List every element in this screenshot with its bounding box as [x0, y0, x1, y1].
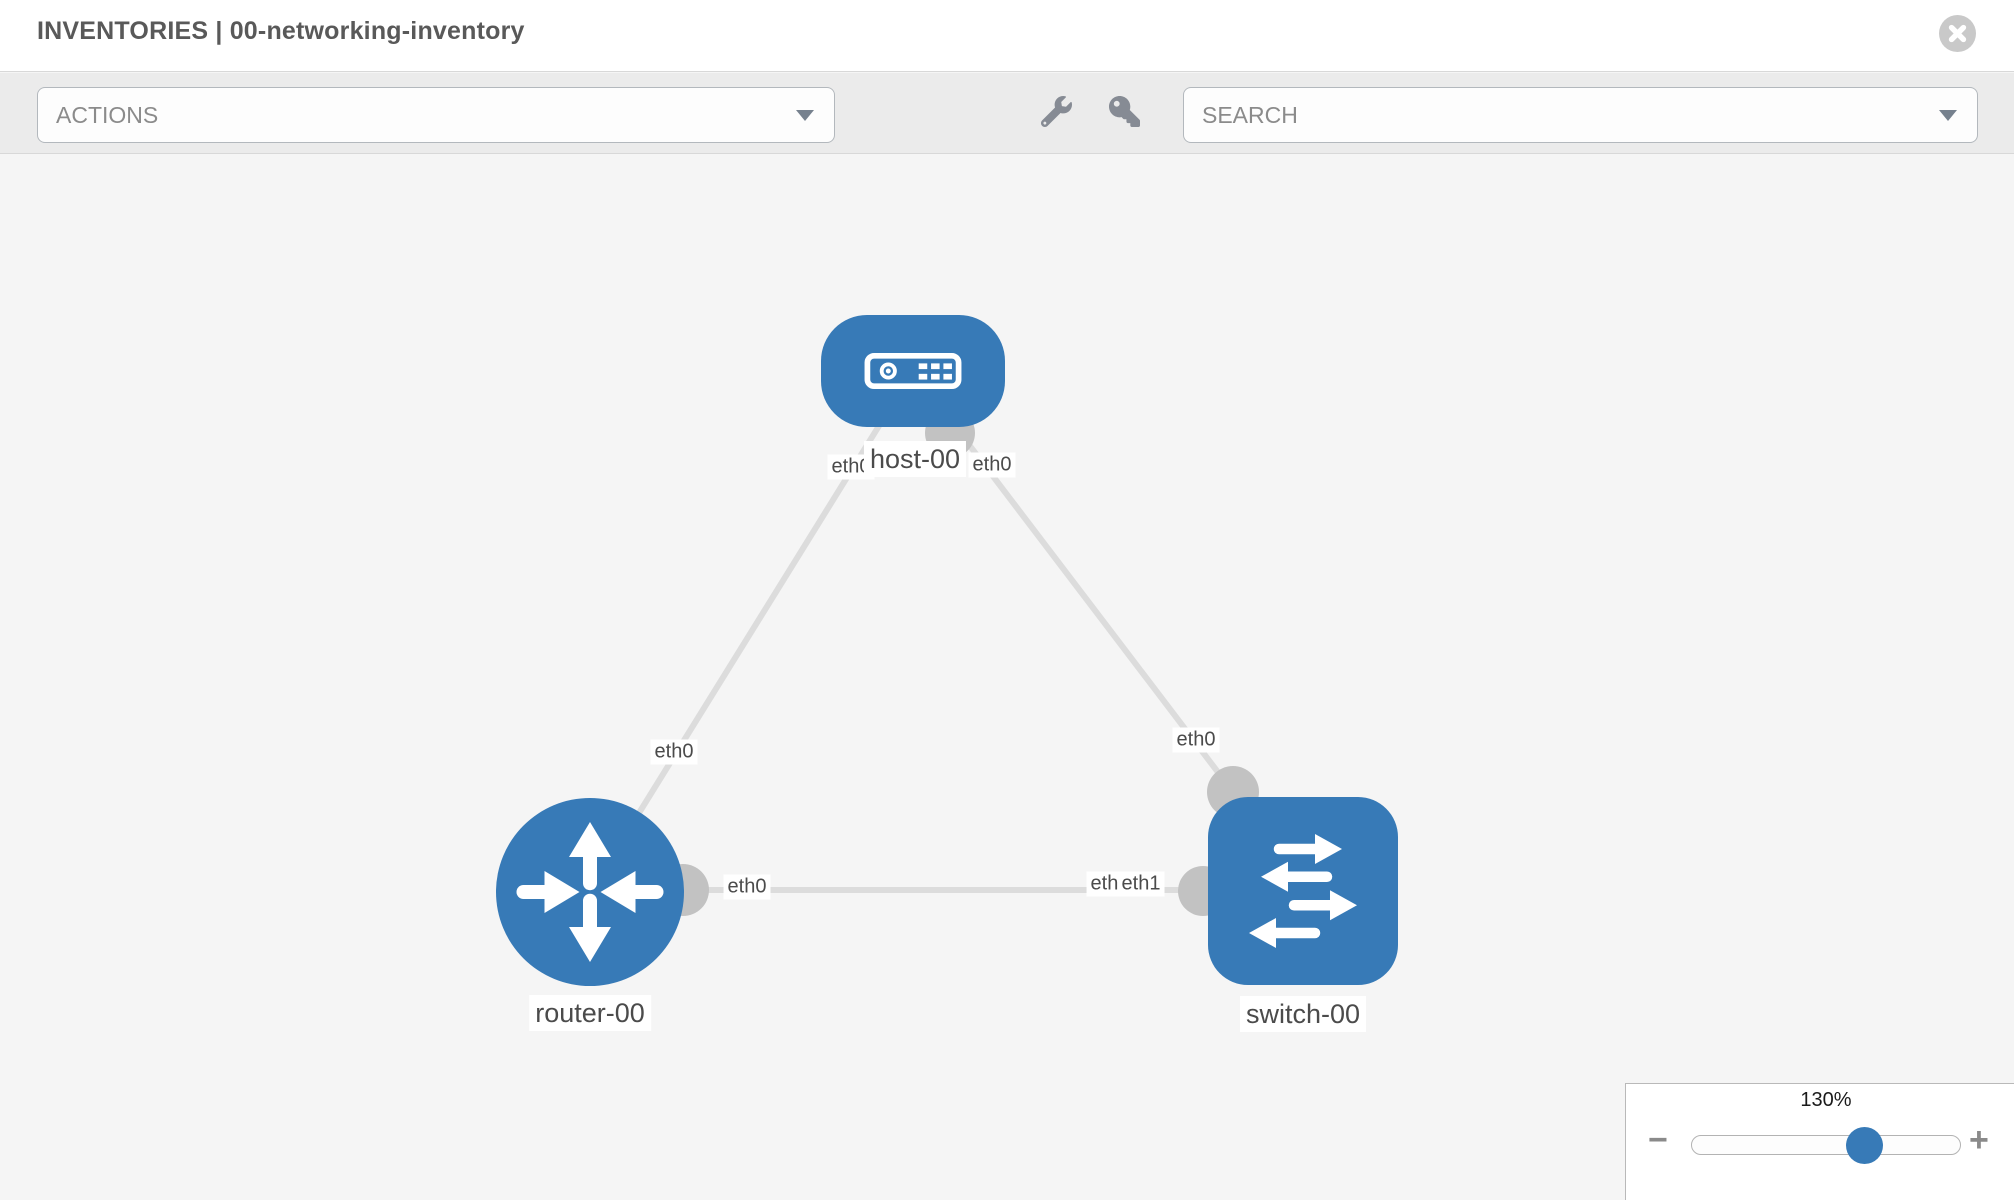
node-switch-00[interactable] [1208, 797, 1398, 985]
node-router-00[interactable] [496, 798, 684, 986]
header: INVENTORIES | 00-networking-inventory [0, 0, 2014, 72]
node-shape-host-00[interactable] [821, 315, 1005, 427]
node-shape-switch-00[interactable] [1208, 797, 1398, 985]
caret-down-icon [796, 110, 814, 121]
node-label-router-00: router-00 [529, 995, 651, 1031]
interface-label: eth1 [1117, 871, 1165, 897]
zoom-slider-handle[interactable] [1845, 1127, 1883, 1164]
actions-dropdown[interactable]: ACTIONS [37, 87, 835, 143]
zoom-value: 130% [1800, 1089, 1852, 1111]
interface-label: eth0 [968, 452, 1016, 478]
search-input[interactable] [1184, 88, 1977, 142]
wrench-icon [1040, 96, 1072, 132]
zoom-in-button[interactable]: + [1969, 1121, 1989, 1159]
router-icon [516, 822, 664, 962]
node-host-00[interactable] [821, 315, 1005, 427]
search-box [1183, 87, 1978, 143]
caret-down-icon [1939, 110, 1957, 121]
interface-label: eth0 [1172, 727, 1220, 753]
zoom-out-button[interactable]: − [1648, 1121, 1668, 1159]
configure-button[interactable] [1032, 86, 1080, 142]
key-icon [1108, 96, 1140, 132]
zoom-panel: 130% − + [1625, 1083, 2014, 1200]
switch-icon [1249, 834, 1357, 948]
close-button[interactable] [1939, 15, 1976, 52]
node-shape-router-00[interactable] [496, 798, 684, 986]
page-title: INVENTORIES | 00-networking-inventory [37, 17, 525, 45]
credentials-button[interactable] [1100, 86, 1148, 142]
node-label-switch-00: switch-00 [1239, 996, 1367, 1032]
interface-label: eth0 [723, 874, 771, 900]
interface-label: eth0 [650, 739, 698, 765]
actions-dropdown-label: ACTIONS [56, 102, 159, 128]
zoom-slider-track[interactable] [1691, 1135, 1961, 1155]
toolbar: ACTIONS [0, 73, 2014, 154]
host-icon [864, 352, 962, 390]
node-label-host-00: host-00 [863, 441, 967, 477]
topology-svg [496, 315, 1398, 986]
